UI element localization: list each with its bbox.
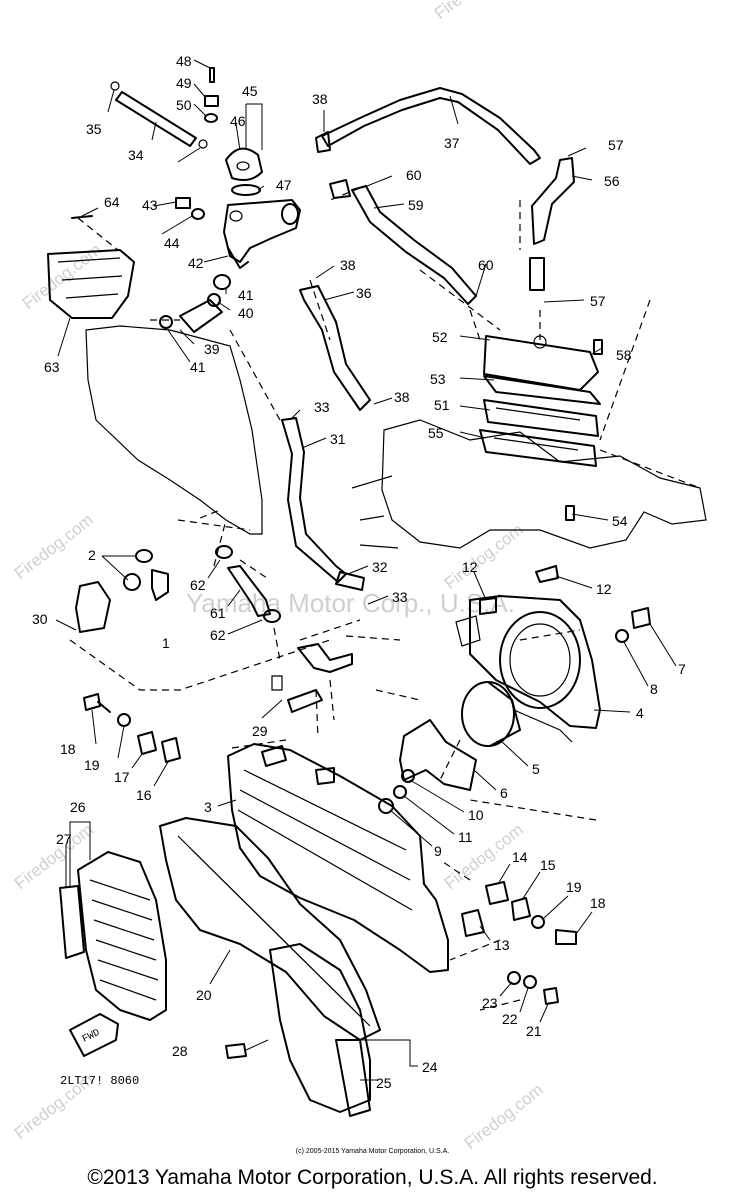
callout-38-b: 38 xyxy=(340,257,356,273)
callout-62-b: 62 xyxy=(210,627,226,643)
callout-62: 62 xyxy=(190,577,206,593)
callout-9: 9 xyxy=(434,843,442,859)
callout-61: 61 xyxy=(210,605,226,621)
watermark: Firedog.com xyxy=(461,1080,547,1153)
watermark-center: Yamaha Motor Corp., U.S.A. xyxy=(186,588,515,618)
watermarks: Firedog.com Firedog.com Firedog.com Fire… xyxy=(11,0,547,1153)
callout-30: 30 xyxy=(32,611,48,627)
callout-38-c: 38 xyxy=(394,389,410,405)
callout-26: 26 xyxy=(70,799,86,815)
callout-58: 58 xyxy=(616,347,632,363)
callout-54: 54 xyxy=(612,513,628,529)
callout-55: 55 xyxy=(428,425,444,441)
callout-56: 56 xyxy=(604,173,620,189)
callouts: 48 49 50 45 46 47 35 34 38 37 57 56 64 4… xyxy=(32,53,686,1091)
callout-50: 50 xyxy=(176,97,192,113)
callout-64: 64 xyxy=(104,194,120,210)
leader-lines xyxy=(55,59,677,1081)
callout-48: 48 xyxy=(176,53,192,69)
callout-16: 16 xyxy=(136,787,152,803)
fwd-arrow-icon xyxy=(69,1013,119,1057)
callout-49: 49 xyxy=(176,75,192,91)
callout-41: 41 xyxy=(238,287,254,303)
callout-33-b: 33 xyxy=(392,589,408,605)
callout-17: 17 xyxy=(114,769,130,785)
callout-44: 44 xyxy=(164,235,180,251)
callout-57: 57 xyxy=(608,137,624,153)
callout-19-b: 19 xyxy=(566,879,582,895)
callout-42: 42 xyxy=(188,255,204,271)
callout-14: 14 xyxy=(512,849,528,865)
callout-24: 24 xyxy=(422,1059,438,1075)
callout-3: 3 xyxy=(204,799,212,815)
fwd-label: FWD xyxy=(81,1028,102,1046)
callout-13: 13 xyxy=(494,937,510,953)
callout-57-b: 57 xyxy=(590,293,606,309)
callout-29: 29 xyxy=(252,723,268,739)
callout-12: 12 xyxy=(462,559,478,575)
callout-46: 46 xyxy=(230,113,246,129)
callout-10: 10 xyxy=(468,807,484,823)
callout-41-b: 41 xyxy=(190,359,206,375)
callout-38: 38 xyxy=(312,91,328,107)
callout-5: 5 xyxy=(532,761,540,777)
callout-40: 40 xyxy=(238,305,254,321)
callout-53: 53 xyxy=(430,371,446,387)
watermark: Firedog.com xyxy=(441,520,527,593)
callout-33: 33 xyxy=(314,399,330,415)
callout-22: 22 xyxy=(502,1011,518,1027)
callout-36: 36 xyxy=(356,285,372,301)
callout-18: 18 xyxy=(60,741,76,757)
watermark: Firedog.com xyxy=(11,510,97,583)
callout-31: 31 xyxy=(330,431,346,447)
footer-small-copyright: (c) 2005-2015 Yamaha Motor Corporation, … xyxy=(295,1148,450,1155)
callout-52: 52 xyxy=(432,329,448,345)
callout-21: 21 xyxy=(526,1023,542,1039)
callout-25: 25 xyxy=(376,1075,392,1091)
callout-27: 27 xyxy=(56,831,72,847)
part-drawings: FWD xyxy=(47,67,707,1117)
callout-63: 63 xyxy=(44,359,60,375)
callout-37: 37 xyxy=(444,135,460,151)
callout-19: 19 xyxy=(84,757,100,773)
callout-28: 28 xyxy=(172,1043,188,1059)
callout-32: 32 xyxy=(372,559,388,575)
callout-6: 6 xyxy=(500,785,508,801)
watermark: Firedog.com xyxy=(11,820,97,893)
callout-35: 35 xyxy=(86,121,102,137)
callout-18-b: 18 xyxy=(590,895,606,911)
callout-39: 39 xyxy=(204,341,220,357)
callout-60-b: 60 xyxy=(478,257,494,273)
watermark: Firedog.com xyxy=(431,0,517,23)
callout-2: 2 xyxy=(88,547,96,563)
callout-11: 11 xyxy=(458,829,473,845)
callout-60: 60 xyxy=(406,167,422,183)
callout-45: 45 xyxy=(242,83,258,99)
callout-51: 51 xyxy=(434,397,450,413)
callout-34: 34 xyxy=(128,147,144,163)
callout-47: 47 xyxy=(276,177,292,193)
callout-20: 20 xyxy=(196,987,212,1003)
callout-7: 7 xyxy=(678,661,686,677)
callout-12-b: 12 xyxy=(596,581,612,597)
diagram-code: 2LT17! 8060 xyxy=(60,1074,139,1088)
callout-1: 1 xyxy=(162,635,170,651)
footer-copyright: ©2013 Yamaha Motor Corporation, U.S.A. A… xyxy=(87,1166,658,1189)
callout-59: 59 xyxy=(408,197,424,213)
callout-15: 15 xyxy=(540,857,556,873)
callout-23: 23 xyxy=(482,995,498,1011)
callout-43: 43 xyxy=(142,197,158,213)
callout-4: 4 xyxy=(636,705,644,721)
callout-8: 8 xyxy=(650,681,658,697)
